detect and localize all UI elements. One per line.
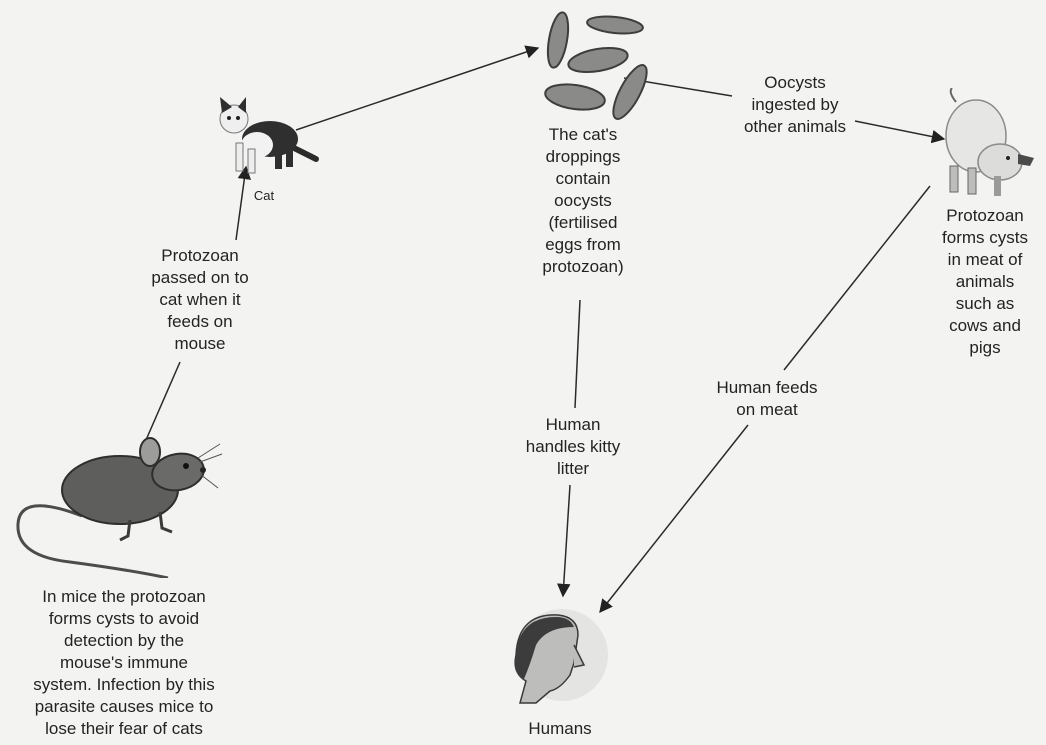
- pig-icon: [938, 88, 1038, 200]
- oocysts-ingested-label: Oocysts ingested by other animals: [725, 72, 865, 138]
- arrow-litter-to-humans: [563, 485, 570, 596]
- droppings-label: The cat's droppings contain oocysts (fer…: [518, 124, 648, 278]
- oocyst-icon: [530, 8, 665, 120]
- mouse-description: In mice the protozoan forms cysts to avo…: [4, 586, 244, 740]
- human-handles-label: Human handles kitty litter: [505, 414, 641, 480]
- mouse-to-cat-label: Protozoan passed on to cat when it feeds…: [125, 245, 275, 355]
- cat-label: Cat: [236, 188, 292, 204]
- mouse-icon: [10, 428, 225, 578]
- arrow-oocysts-to-pig: [855, 121, 944, 139]
- humans-label: Humans: [510, 718, 610, 740]
- cat-icon: [212, 93, 324, 183]
- arrow-droppings-to-label: [575, 300, 580, 408]
- arrow-pig-to-label: [784, 186, 930, 370]
- pig-cysts-label: Protozoan forms cysts in meat of animals…: [925, 205, 1045, 359]
- arrow-cat-to-oocysts: [296, 48, 538, 130]
- human-feeds-label: Human feeds on meat: [702, 377, 832, 421]
- human-head-icon: [500, 605, 610, 705]
